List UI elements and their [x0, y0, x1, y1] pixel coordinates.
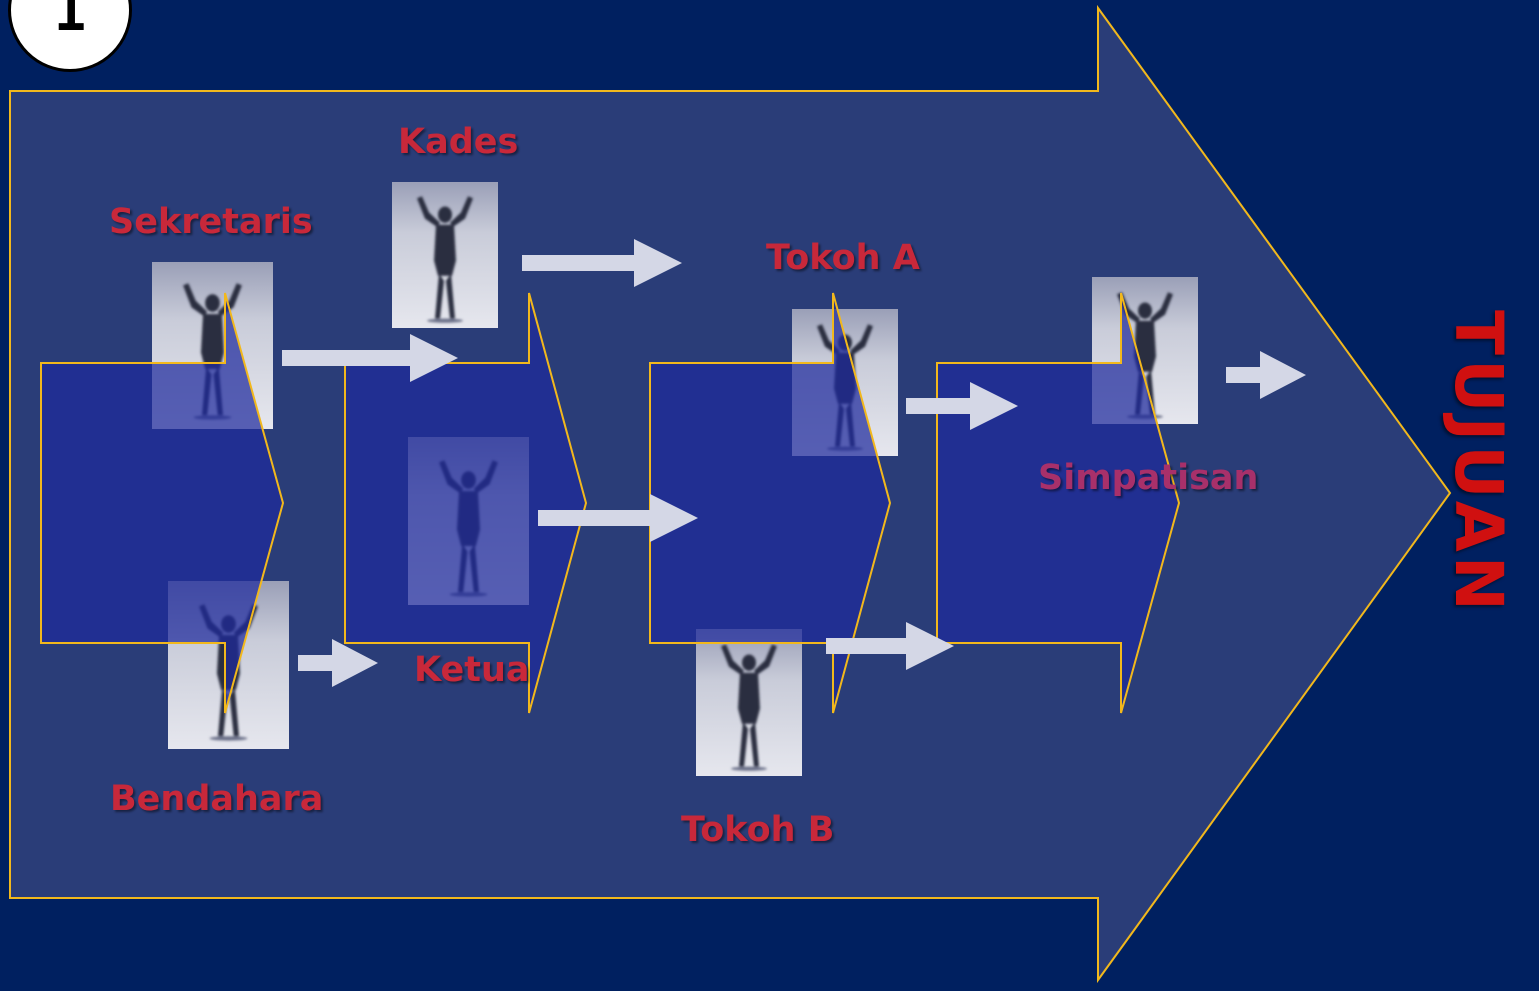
stage-arrow-3 [649, 292, 892, 714]
connector-arrow-2 [282, 334, 458, 382]
connector-arrow-6 [826, 622, 954, 670]
person-photo-tokoh-b [696, 629, 802, 776]
label-tokoh-a: Tokoh A [766, 238, 920, 278]
label-ketua: Ketua [414, 650, 530, 690]
stage-arrow-2 [344, 292, 588, 714]
step-number: 1 [53, 0, 87, 43]
stage-arrow-1 [40, 292, 285, 714]
label-tokoh-b: Tokoh B [681, 810, 835, 850]
goal-label: TUJUAN [1440, 310, 1517, 616]
connector-arrow-5 [906, 382, 1018, 430]
label-simpatisan: Simpatisan [1038, 458, 1259, 498]
connector-arrow-1 [522, 239, 682, 287]
label-kades: Kades [398, 122, 519, 162]
connector-arrows [282, 239, 1306, 687]
connector-arrow-4 [538, 494, 698, 542]
connector-arrow-3 [298, 639, 378, 687]
label-bendahara: Bendahara [110, 779, 324, 819]
label-sekretaris: Sekretaris [109, 202, 313, 242]
person-photo-kades [392, 182, 498, 328]
connector-arrow-7 [1226, 351, 1306, 399]
